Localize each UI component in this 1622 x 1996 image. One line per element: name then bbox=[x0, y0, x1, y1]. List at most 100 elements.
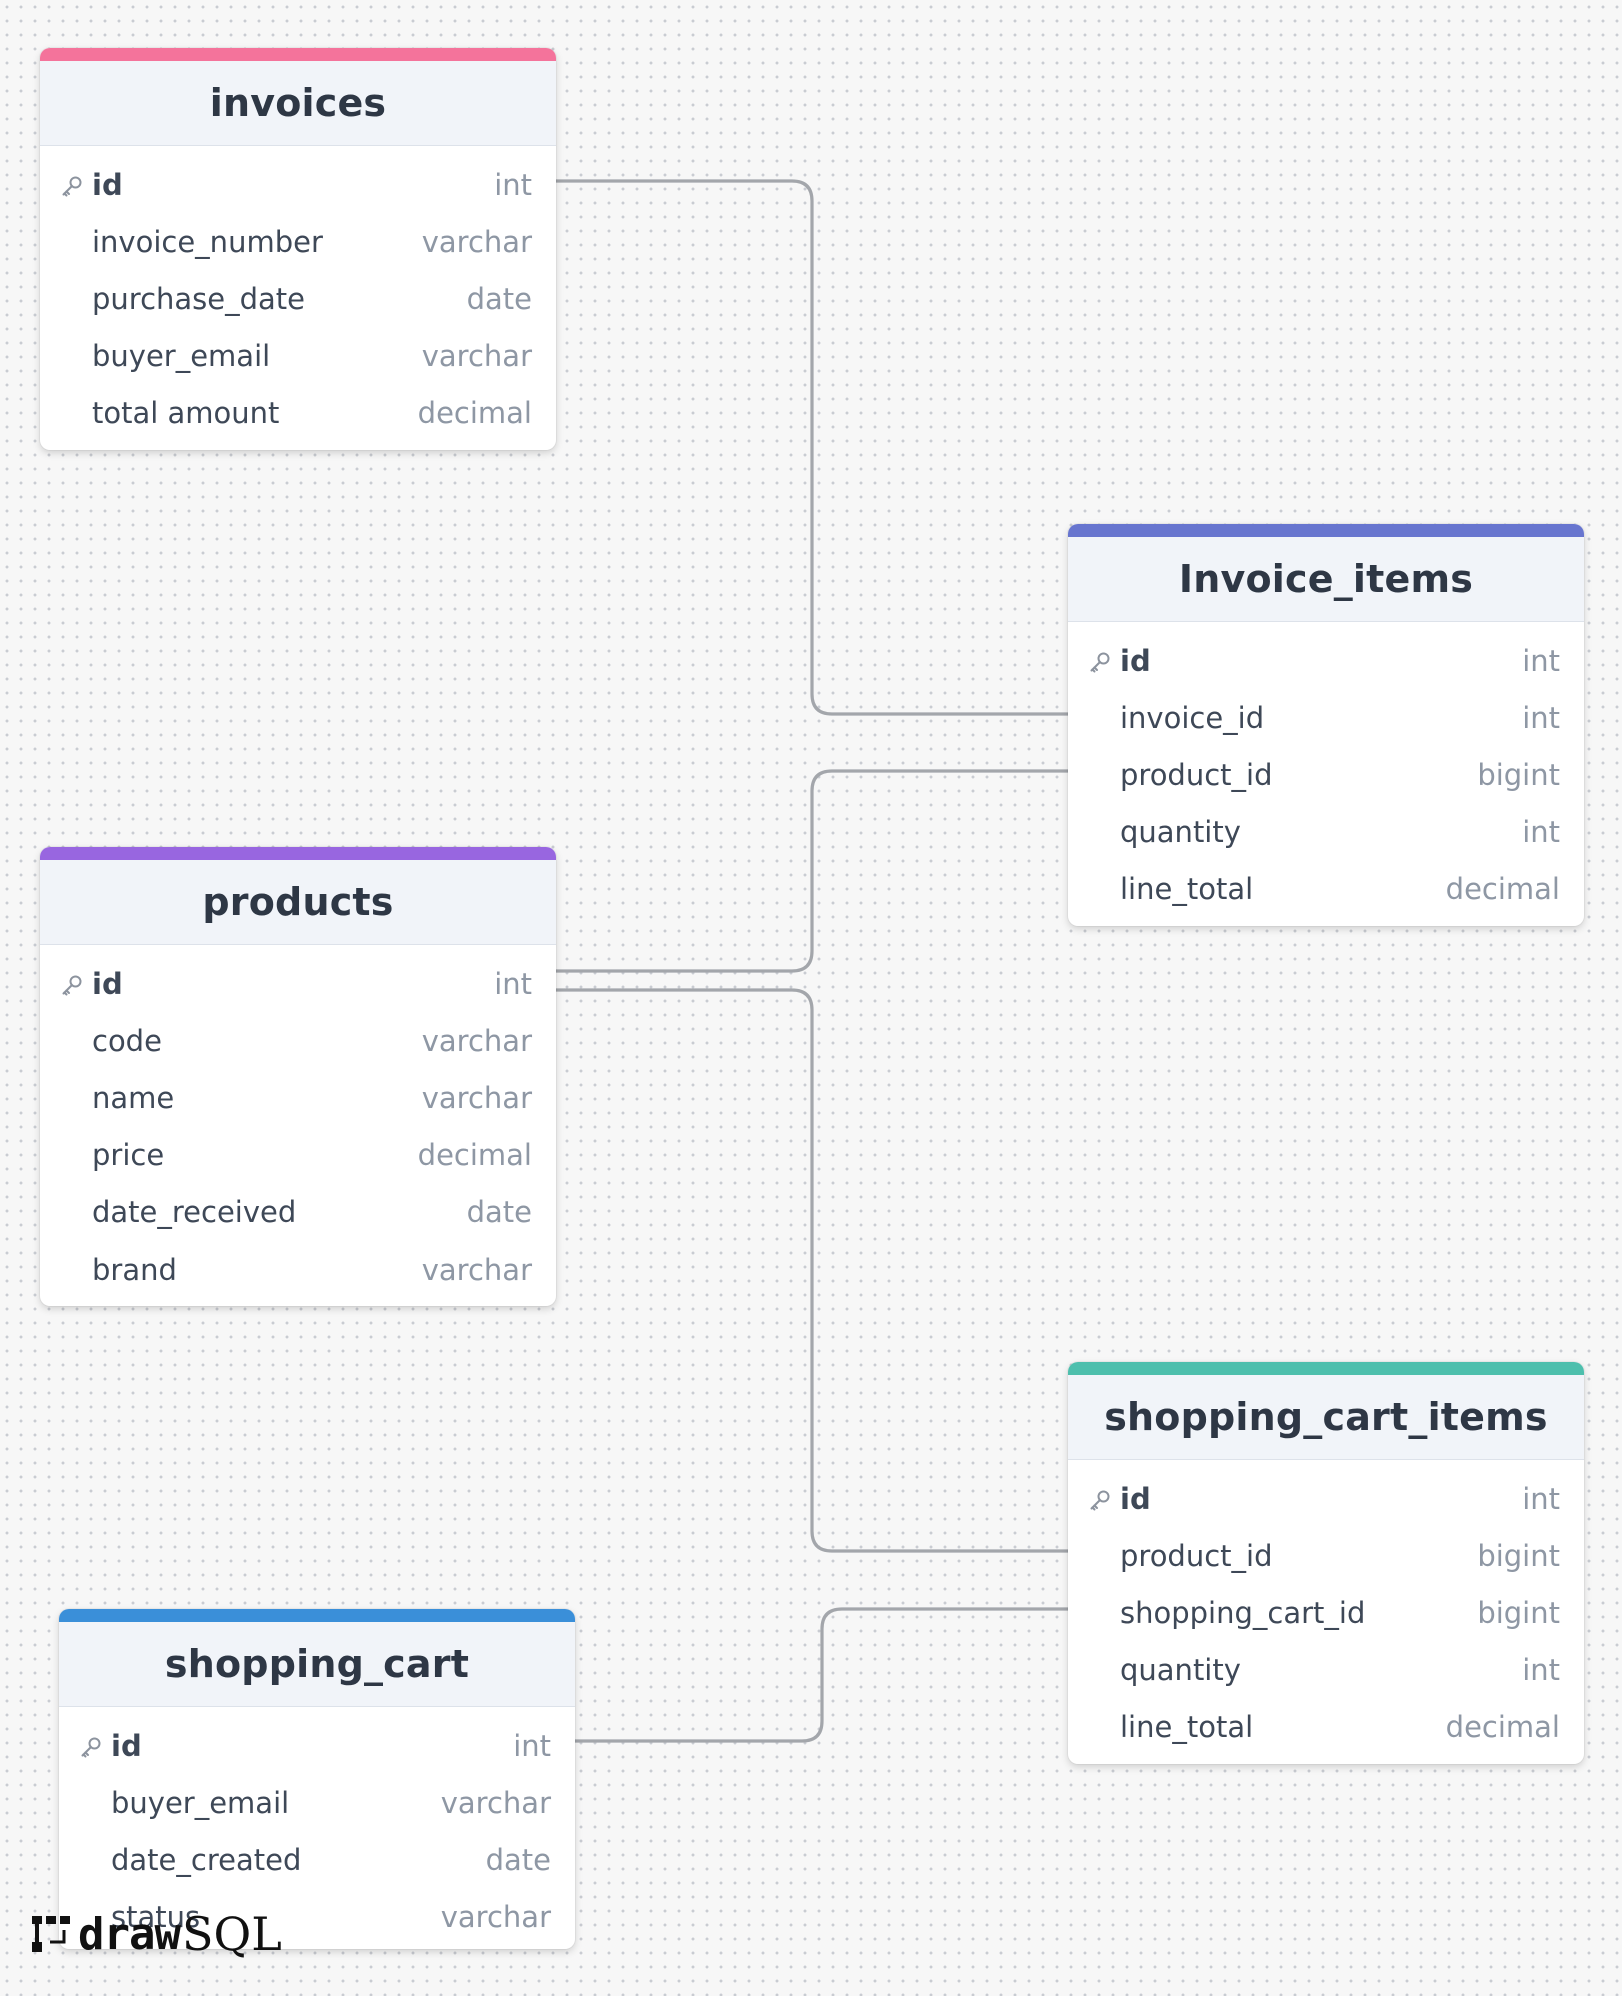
table-header[interactable]: shopping_cart bbox=[59, 1609, 575, 1707]
table-columns: id int code varchar name varchar price decimal d… bbox=[40, 945, 556, 1306]
column-type: decimal bbox=[417, 396, 532, 431]
column-row[interactable]: quantity int bbox=[1068, 804, 1584, 861]
table-title: shopping_cart bbox=[164, 1642, 470, 1686]
primary-key-icon bbox=[1088, 1488, 1112, 1512]
table-products[interactable]: products id int code varchar name varchar price… bbox=[40, 847, 556, 1307]
relation-invoices-to-invoice-items[interactable] bbox=[556, 179, 1069, 716]
column-row[interactable]: date_received date bbox=[40, 1184, 556, 1241]
column-name: total amount bbox=[92, 396, 280, 431]
column-row[interactable]: shopping_cart_id bigint bbox=[1068, 1584, 1584, 1641]
column-name: buyer_email bbox=[111, 1785, 290, 1820]
column-type: varchar bbox=[440, 1900, 551, 1935]
column-row[interactable]: date_created date bbox=[59, 1831, 575, 1888]
column-type: date bbox=[466, 281, 532, 316]
column-type: varchar bbox=[421, 1252, 532, 1287]
column-type: int bbox=[1522, 1481, 1560, 1516]
column-row[interactable]: code varchar bbox=[40, 1012, 556, 1069]
column-type: int bbox=[494, 966, 532, 1001]
column-type: int bbox=[1522, 1653, 1560, 1688]
column-type: int bbox=[513, 1728, 551, 1763]
column-name: purchase_date bbox=[92, 281, 306, 316]
column-type: int bbox=[494, 167, 532, 202]
column-row[interactable]: purchase_date date bbox=[40, 270, 556, 327]
column-name: buyer_email bbox=[92, 339, 271, 374]
column-type: varchar bbox=[421, 1023, 532, 1058]
column-type: bigint bbox=[1477, 1595, 1560, 1630]
column-name: brand bbox=[92, 1252, 177, 1287]
column-row[interactable]: product_id bigint bbox=[1068, 1527, 1584, 1584]
drawsql-logo: draw SQL bbox=[30, 1906, 282, 1962]
table-header[interactable]: Invoice_items bbox=[1068, 524, 1584, 622]
column-name: quantity bbox=[1120, 1653, 1241, 1688]
relation-products-to-shopping-cart-items[interactable] bbox=[556, 988, 1069, 1553]
column-row[interactable]: id int bbox=[1068, 1470, 1584, 1527]
table-title: Invoice_items bbox=[1178, 557, 1474, 601]
table-title: shopping_cart_items bbox=[1104, 1395, 1548, 1439]
column-type: varchar bbox=[440, 1785, 551, 1820]
relation-shopping-cart-to-shopping-cart-items[interactable] bbox=[575, 1607, 1069, 1743]
column-row[interactable]: line_total decimal bbox=[1068, 1699, 1584, 1756]
column-name: id bbox=[1120, 1481, 1151, 1516]
column-type: decimal bbox=[1445, 1710, 1560, 1745]
drawsql-logo-icon bbox=[32, 1916, 70, 1952]
column-type: bigint bbox=[1477, 1538, 1560, 1573]
column-name: shopping_cart_id bbox=[1120, 1595, 1366, 1630]
column-type: bigint bbox=[1477, 757, 1560, 792]
column-name: invoice_id bbox=[1120, 700, 1265, 735]
column-name: date_created bbox=[111, 1842, 302, 1877]
drawsql-logo-draw: draw bbox=[78, 1908, 181, 1960]
primary-key-icon bbox=[79, 1735, 103, 1759]
column-name: status bbox=[111, 1900, 201, 1935]
column-type: date bbox=[485, 1842, 551, 1877]
column-name: name bbox=[92, 1080, 175, 1115]
table-header[interactable]: shopping_cart_items bbox=[1068, 1362, 1584, 1460]
column-name: line_total bbox=[1120, 1710, 1254, 1745]
table-header[interactable]: invoices bbox=[40, 48, 556, 146]
column-row[interactable]: price decimal bbox=[40, 1127, 556, 1184]
column-row[interactable]: invoice_id int bbox=[1068, 689, 1584, 746]
column-name: id bbox=[92, 966, 123, 1001]
column-type: varchar bbox=[421, 339, 532, 374]
column-name: invoice_number bbox=[92, 224, 323, 259]
table-title: invoices bbox=[209, 81, 387, 125]
column-type: int bbox=[1522, 815, 1560, 850]
column-row[interactable]: buyer_email varchar bbox=[59, 1774, 575, 1831]
column-row[interactable]: id int bbox=[40, 955, 556, 1012]
column-name: id bbox=[1120, 643, 1151, 678]
column-type: date bbox=[466, 1195, 532, 1230]
column-row[interactable]: status varchar bbox=[59, 1889, 575, 1946]
column-row[interactable]: quantity int bbox=[1068, 1642, 1584, 1699]
table-header[interactable]: products bbox=[40, 847, 556, 945]
column-row[interactable]: brand varchar bbox=[40, 1241, 556, 1298]
column-name: date_received bbox=[92, 1195, 297, 1230]
column-name: id bbox=[111, 1728, 142, 1763]
column-name: price bbox=[92, 1138, 165, 1173]
column-name: code bbox=[92, 1023, 162, 1058]
primary-key-icon bbox=[1088, 650, 1112, 674]
column-row[interactable]: buyer_email varchar bbox=[40, 328, 556, 385]
column-type: varchar bbox=[421, 1080, 532, 1115]
column-type: int bbox=[1522, 700, 1560, 735]
primary-key-icon bbox=[60, 174, 84, 198]
column-name: product_id bbox=[1120, 1538, 1273, 1573]
column-row[interactable]: name varchar bbox=[40, 1069, 556, 1126]
column-name: quantity bbox=[1120, 815, 1241, 850]
column-type: decimal bbox=[417, 1138, 532, 1173]
column-row[interactable]: id int bbox=[59, 1717, 575, 1774]
column-row[interactable]: total amount decimal bbox=[40, 385, 556, 442]
primary-key-icon bbox=[60, 973, 84, 997]
relation-products-to-invoice-items[interactable] bbox=[556, 769, 1069, 973]
